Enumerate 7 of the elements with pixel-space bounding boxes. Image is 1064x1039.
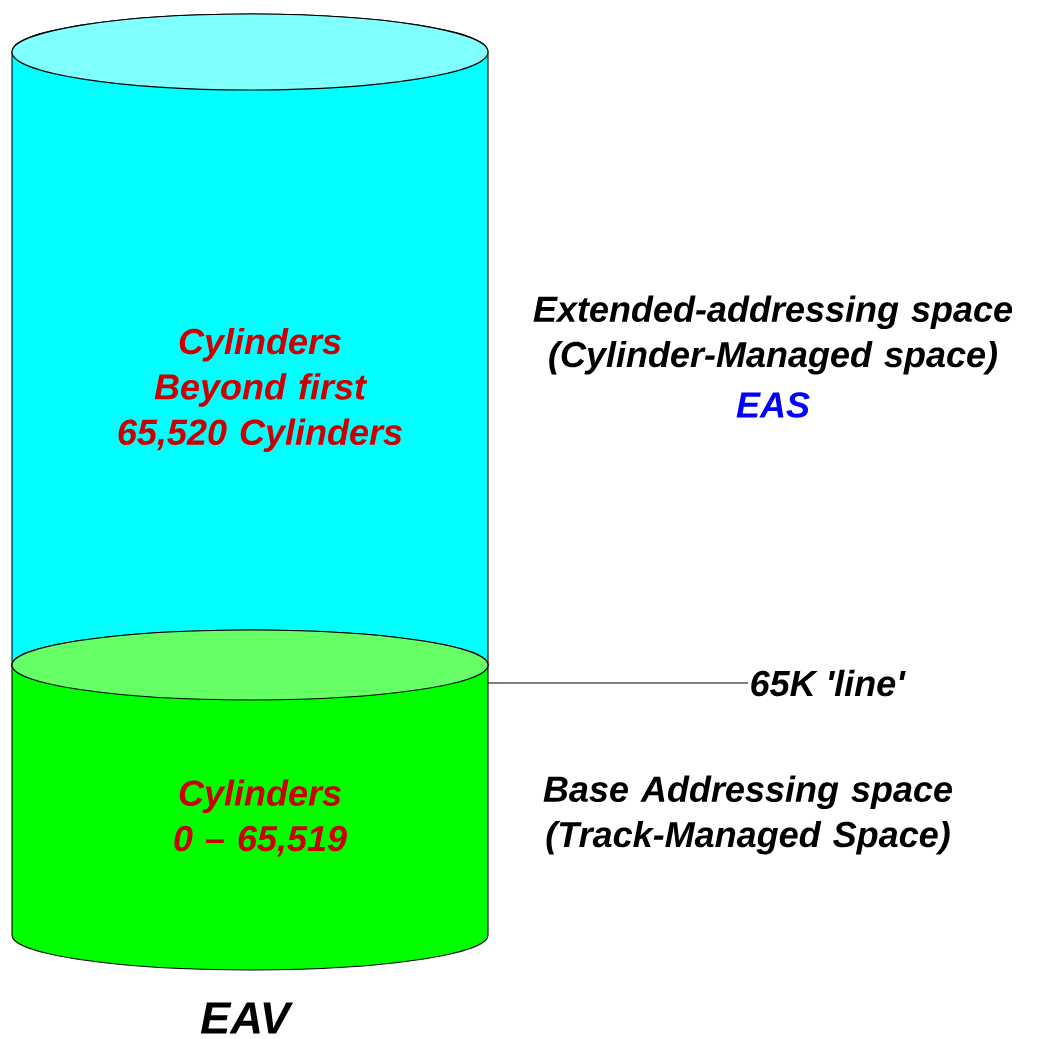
side-label: Base Addressing space (Track-Managed Space) [543,775,953,855]
line-label: 65K 'line' [751,669,906,697]
leader-line [487,682,749,684]
cylinder: Cylinders Beyond first 65,520 Cylinders [11,13,489,704]
side-label: Extended-addressing space (Cylinder-Managed space) [533,295,1013,375]
side-label: EAS [736,392,810,418]
cylinder: Cylinders 0 – 65,519 [11,629,489,971]
